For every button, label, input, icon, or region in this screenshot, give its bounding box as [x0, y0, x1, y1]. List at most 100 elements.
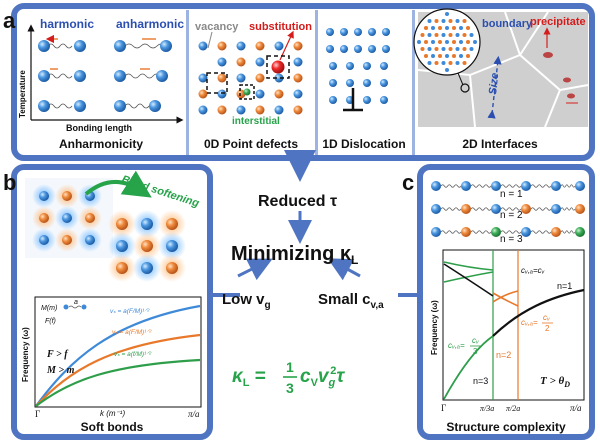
cva-third-numerator: cᵥ: [472, 336, 479, 345]
atom: [293, 41, 303, 51]
panel-a-letter: a: [3, 8, 16, 33]
thermal-conductivity-formula: κL = 1 3 cVvg2τ: [232, 359, 345, 396]
atom: [85, 235, 95, 245]
legend-spacing-label: a: [74, 299, 78, 306]
atom: [462, 33, 467, 37]
atom: [198, 105, 208, 115]
atom: [274, 105, 284, 115]
atom: [74, 70, 86, 82]
soft-bonds-caption: Soft bonds: [81, 420, 144, 434]
atom: [255, 73, 265, 83]
bond-spring: [500, 184, 522, 188]
bond-spring: [470, 184, 492, 188]
b-x-start-label: Γ: [35, 409, 40, 419]
atom: [427, 61, 432, 65]
atom: [293, 105, 303, 115]
atom: [575, 227, 585, 237]
bond-spring: [560, 184, 576, 188]
bond-spring: [530, 207, 552, 211]
atom: [116, 218, 128, 230]
n2-label: n = 2: [500, 210, 523, 221]
point-defects-subpanel: vacancy substitution interstitial 0D Poi…: [195, 21, 312, 151]
atom: [448, 33, 453, 37]
atom: [368, 45, 376, 53]
atom-chains: [431, 181, 585, 237]
atom: [149, 100, 161, 112]
orange-branch: [492, 290, 519, 303]
zoom-connector: [457, 72, 464, 86]
interfaces-subpanel: boundary precipitate Size 2D Interfaces: [413, 8, 589, 151]
bond-spring: [500, 207, 522, 211]
atom: [491, 204, 501, 214]
atom: [62, 213, 72, 223]
c-y-axis-label: Frequency (ω): [430, 300, 439, 355]
bond-spring: [440, 207, 462, 211]
atom: [329, 62, 337, 70]
atom: [424, 26, 428, 30]
atom: [462, 19, 467, 23]
atom: [156, 70, 168, 82]
atom: [431, 181, 441, 191]
temperature-condition: T > θD: [540, 375, 570, 389]
bond-spring: [530, 230, 552, 234]
atom: [445, 68, 449, 72]
atom: [38, 100, 50, 112]
vs-blue-label: vₛ = a(F/M)¹ᐟ²: [110, 308, 150, 315]
atom: [340, 45, 348, 53]
precipitate: [543, 52, 553, 58]
atom: [329, 96, 337, 104]
atom: [455, 47, 460, 51]
atom: [551, 227, 561, 237]
atom: [448, 47, 453, 51]
cva-third-label: cᵥ,ₐ=: [448, 341, 465, 350]
legend-force-label: F(f): [45, 318, 56, 325]
atom: [469, 47, 474, 51]
c-x-pi3a-label: π/3a: [480, 404, 494, 413]
atom: [39, 191, 49, 201]
dislocation-lattice: [326, 28, 390, 104]
atom: [420, 47, 425, 51]
atom: [160, 40, 172, 52]
soft-bond-dispersion-plot: Frequency (ω) M(m) a F(f) vₛ = a(F/M)¹ᐟ²…: [21, 296, 202, 419]
atom: [575, 204, 585, 214]
dispersion-curve-blue: [35, 304, 201, 407]
interstitial-box: [239, 84, 255, 100]
size-label: Size: [487, 72, 501, 95]
dispersion-curve-green: [35, 358, 201, 407]
atom: [74, 100, 86, 112]
anharmonic-label: anharmonic: [116, 17, 184, 31]
bond-spring: [560, 230, 576, 234]
atom: [326, 45, 334, 53]
dispersion-curve-orange: [35, 333, 201, 407]
atom: [274, 73, 284, 83]
connector-arrows: [212, 150, 420, 297]
formula-terms: cVvg2τ: [300, 365, 345, 389]
cva-third-denominator: 3: [473, 347, 478, 356]
atom: [116, 262, 128, 274]
vacancy-label: vacancy: [195, 21, 239, 33]
bond-spring: [470, 230, 492, 234]
atom: [521, 181, 531, 191]
atom: [236, 89, 246, 99]
atom: [551, 204, 561, 214]
c-x-pi2a-label: π/2a: [506, 404, 520, 413]
atom: [427, 19, 432, 23]
atom: [38, 70, 50, 82]
center-summary: Reduced τ Minimizing κL Low vg Small cv,…: [222, 193, 384, 396]
atom: [455, 61, 460, 65]
atom: [236, 73, 246, 83]
panel-a: a harmonic anharmonic Temperature Bondin…: [3, 3, 595, 161]
b-x-axis-label: k (m⁻¹): [100, 409, 125, 418]
atom: [363, 62, 371, 70]
atom: [466, 40, 470, 44]
atom: [217, 41, 227, 51]
atom: [39, 213, 49, 223]
anharmonicity-subpanel: harmonic anharmonic Temperature Bonding …: [18, 17, 184, 151]
atom: [551, 181, 561, 191]
interstitial-atom: [243, 88, 251, 96]
harmonic-label: harmonic: [40, 17, 94, 31]
atom: [236, 57, 246, 67]
atom: [459, 40, 463, 44]
substitution-box: [266, 55, 290, 79]
atom: [441, 47, 446, 51]
